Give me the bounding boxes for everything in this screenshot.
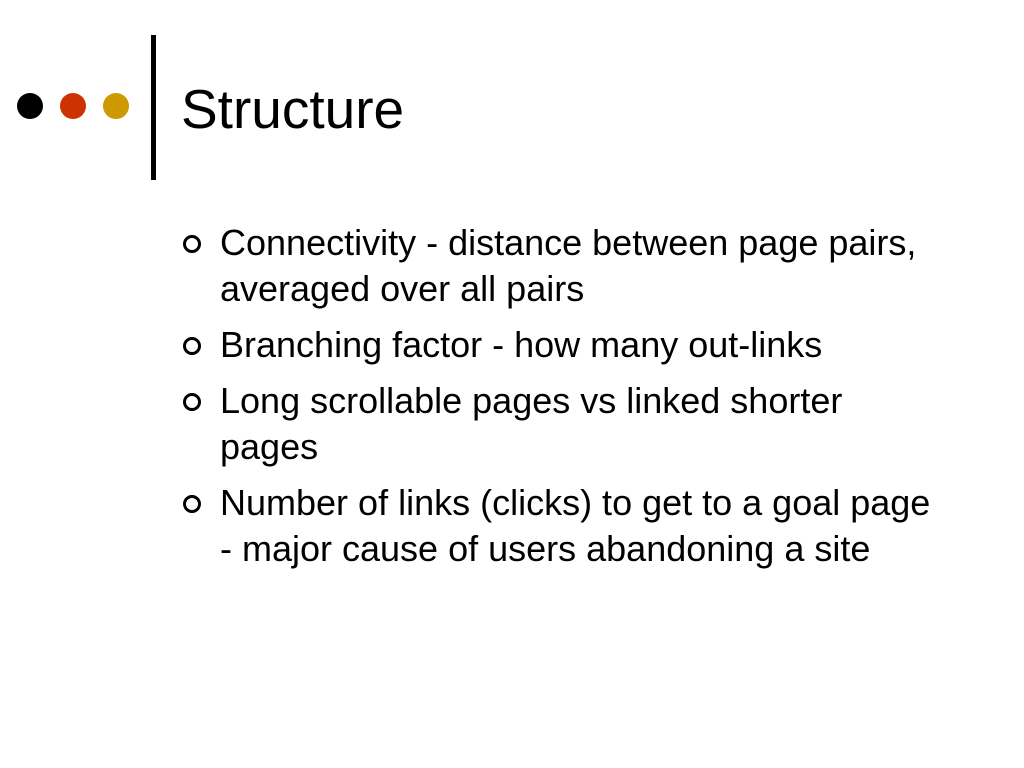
hollow-circle-bullet-icon xyxy=(183,393,201,411)
bullet-text: Number of links (clicks) to get to a goa… xyxy=(220,482,931,569)
hollow-circle-bullet-icon xyxy=(183,495,201,513)
bullet-item: Number of links (clicks) to get to a goa… xyxy=(181,480,981,572)
slide-title: Structure xyxy=(181,78,405,140)
bullet-text: Long scrollable pages vs linked shorter … xyxy=(220,380,843,467)
black-dot-icon xyxy=(17,93,43,119)
hollow-circle-bullet-icon xyxy=(183,337,201,355)
bullet-text: Connectivity - distance between page pai… xyxy=(220,222,917,309)
hollow-circle-bullet-icon xyxy=(183,235,201,253)
bullet-item: Long scrollable pages vs linked shorter … xyxy=(181,378,981,470)
red-dot-icon xyxy=(60,93,86,119)
bullet-text: Branching factor - how many out-links xyxy=(220,324,823,365)
bullet-item: Branching factor - how many out-links xyxy=(181,322,981,368)
title-divider xyxy=(151,35,156,180)
bullet-list: Connectivity - distance between page pai… xyxy=(181,220,981,582)
bullet-item: Connectivity - distance between page pai… xyxy=(181,220,981,312)
gold-dot-icon xyxy=(103,93,129,119)
